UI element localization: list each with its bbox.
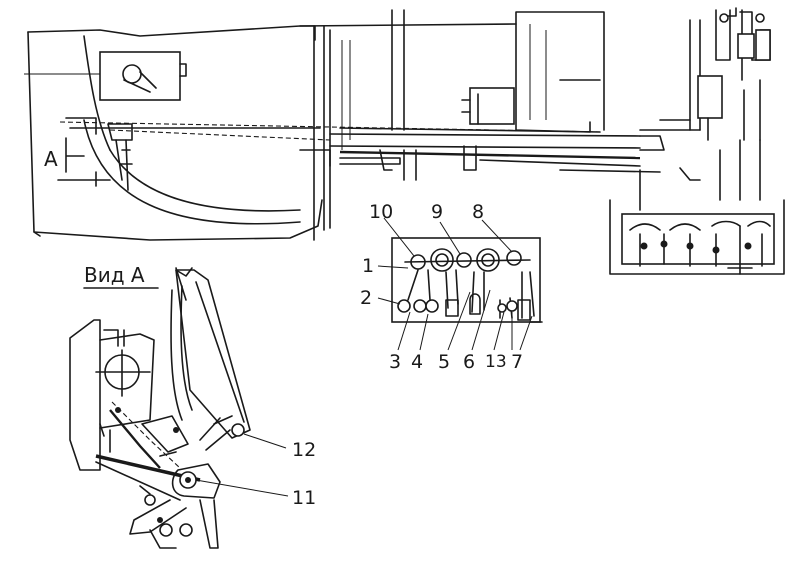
callout-2: 2: [360, 287, 372, 309]
distributor-panel: [621, 213, 775, 265]
lever-rods: [107, 123, 133, 191]
view-marker-text: А: [44, 147, 58, 171]
callout-leaders: [377, 217, 533, 351]
view-a-detail: [69, 267, 289, 549]
callout-7: 7: [511, 351, 523, 373]
callout-3: 3: [389, 351, 401, 373]
callout-5: 5: [438, 351, 450, 373]
main-assembly: [24, 7, 785, 275]
control-panel: [391, 237, 543, 323]
callout-6: 6: [463, 351, 475, 373]
callout-13: 13: [485, 352, 507, 372]
callout-11: 11: [292, 487, 316, 509]
view-title: Вид А: [84, 263, 145, 287]
view-marker-a: А: [44, 117, 111, 187]
callout-10: 10: [369, 201, 393, 223]
joint-12: [231, 423, 245, 437]
callout-1: 1: [362, 255, 374, 277]
callout-9: 9: [431, 201, 443, 223]
callout-8: 8: [472, 201, 484, 223]
labels: Вид А 10 9 8 1 2 3 4 5 6 13 7 12 11: [84, 201, 523, 509]
callout-12: 12: [292, 439, 316, 461]
callout-4: 4: [411, 351, 423, 373]
